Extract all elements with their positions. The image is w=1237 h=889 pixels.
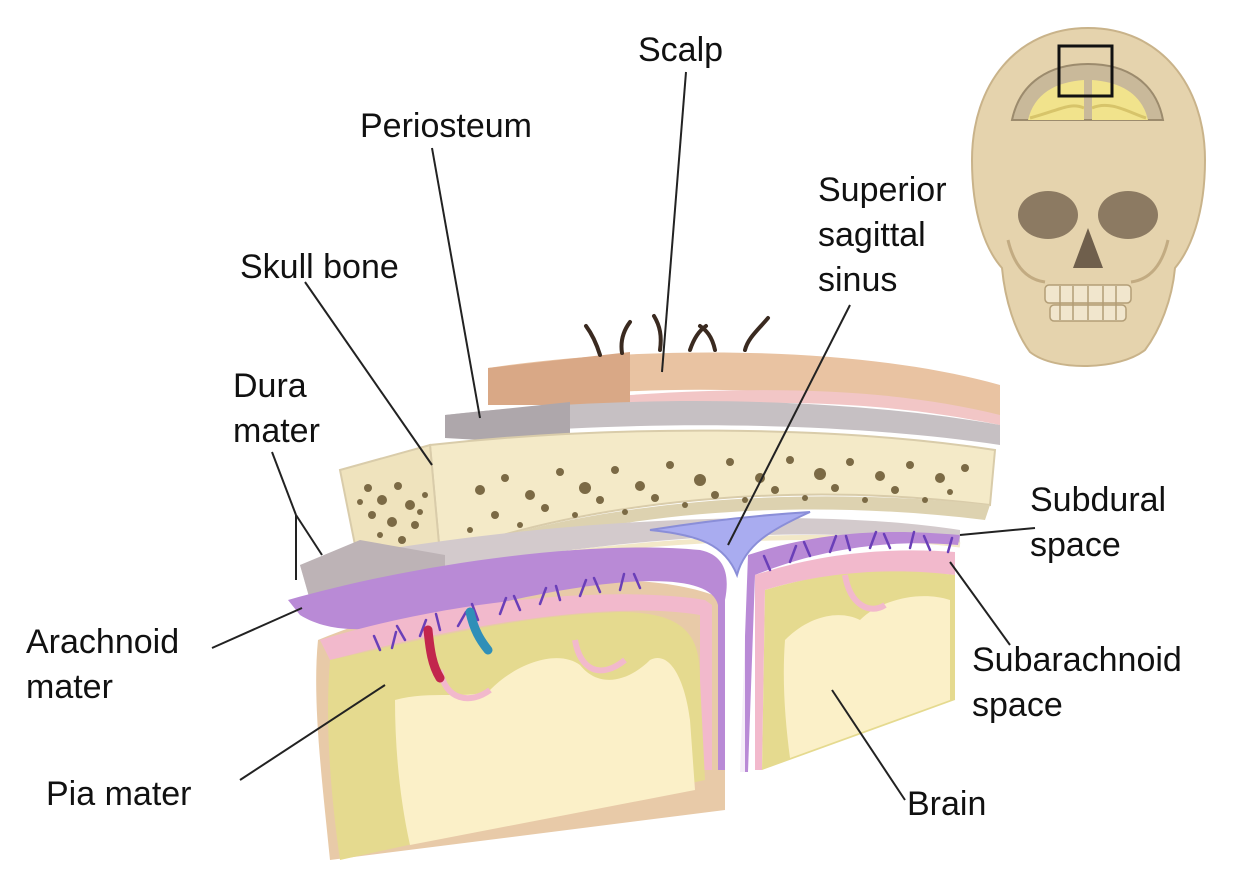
leader-arachnoid bbox=[211, 607, 303, 649]
periosteum-layer bbox=[445, 401, 1000, 445]
skull-teeth-lines bbox=[1059, 286, 1117, 320]
skull-eye-socket-left bbox=[1018, 191, 1078, 239]
bone-end-face bbox=[338, 443, 442, 557]
leader-subarachnoid bbox=[949, 561, 1011, 646]
scalp-layer bbox=[488, 314, 1000, 425]
label-brain-text: Brain bbox=[907, 785, 987, 823]
scalp-lower-band bbox=[630, 390, 1000, 425]
label-dura-line-2: mater bbox=[233, 412, 320, 450]
label-periosteum: Periosteum bbox=[360, 104, 532, 149]
right-pia bbox=[755, 550, 955, 770]
label-subdural-line-1: Subdural bbox=[1030, 481, 1167, 519]
leader-scalp bbox=[661, 71, 687, 373]
label-skull-bone-text: Skull bone bbox=[240, 248, 399, 286]
label-periosteum-text: Periosteum bbox=[360, 107, 532, 145]
skull-eye-socket-right bbox=[1098, 191, 1158, 239]
bone-pores bbox=[357, 456, 969, 544]
skull-cheek-shading bbox=[1006, 239, 1170, 284]
dura-band bbox=[300, 517, 960, 600]
left-pia bbox=[320, 594, 712, 770]
label-sinus-line-1: Superior bbox=[818, 171, 947, 209]
label-subarachnoid-space: Subarachnoid space bbox=[972, 638, 1182, 728]
leader-subdural bbox=[959, 527, 1036, 536]
periosteum-band bbox=[445, 401, 1000, 445]
left-arachnoid bbox=[288, 547, 727, 770]
label-subarachnoid-line-1: Subarachnoid bbox=[972, 641, 1182, 679]
right-white-matter bbox=[783, 596, 950, 758]
label-subdural-line-2: space bbox=[1030, 526, 1121, 564]
leader-dura-a bbox=[271, 451, 297, 516]
label-dura-line-1: Dura bbox=[233, 367, 307, 405]
scalp-hairs bbox=[584, 314, 770, 357]
label-subarachnoid-line-2: space bbox=[972, 686, 1063, 724]
label-skull-bone: Skull bone bbox=[240, 245, 399, 290]
label-scalp: Scalp bbox=[638, 28, 723, 73]
label-sinus-line-3: sinus bbox=[818, 261, 898, 299]
longitudinal-fissure bbox=[725, 570, 745, 778]
leader-dura-c bbox=[295, 514, 323, 556]
leader-skull-bone bbox=[304, 281, 433, 466]
label-arachnoid-line-1: Arachnoid bbox=[26, 623, 180, 661]
label-pia-mater: Pia mater bbox=[46, 772, 192, 817]
zoom-box bbox=[1057, 44, 1114, 98]
artery bbox=[423, 625, 445, 683]
label-pia-text: Pia mater bbox=[46, 775, 192, 813]
left-hemisphere bbox=[288, 547, 727, 860]
label-arachnoid-mater: Arachnoid mater bbox=[26, 620, 179, 710]
dura-face bbox=[300, 540, 445, 600]
label-subdural-space: Subdural space bbox=[1030, 478, 1166, 568]
periosteum-face bbox=[445, 402, 570, 445]
scalp-face bbox=[488, 352, 630, 405]
leader-brain bbox=[831, 689, 906, 801]
label-brain: Brain bbox=[907, 782, 986, 827]
skull-bone-layer bbox=[338, 429, 997, 565]
label-scalp-text: Scalp bbox=[638, 31, 724, 69]
vein bbox=[465, 607, 493, 655]
right-hemisphere bbox=[740, 530, 960, 772]
leader-sinus bbox=[727, 304, 851, 546]
label-sinus-line-2: sagittal bbox=[818, 216, 926, 254]
right-sulci bbox=[842, 574, 887, 612]
right-arachnoid-trabeculae bbox=[762, 530, 954, 572]
skull-inset bbox=[970, 26, 1207, 367]
skull-nose bbox=[1073, 228, 1103, 268]
leader-periosteum bbox=[431, 147, 481, 419]
label-dura-mater: Dura mater bbox=[233, 364, 320, 454]
skull-brain-left bbox=[1028, 80, 1084, 120]
skull-brain-right bbox=[1092, 80, 1148, 120]
skull-brain-detail bbox=[1029, 103, 1147, 120]
label-superior-sagittal-sinus: Superior sagittal sinus bbox=[818, 168, 947, 303]
left-arachnoid-trabeculae bbox=[372, 572, 642, 652]
right-arachnoid bbox=[740, 531, 960, 772]
label-arachnoid-line-2: mater bbox=[26, 668, 113, 706]
left-white-matter bbox=[395, 658, 695, 845]
leader-pia bbox=[239, 684, 386, 781]
leader-lines bbox=[211, 71, 1036, 801]
superior-sagittal-sinus bbox=[649, 511, 811, 579]
